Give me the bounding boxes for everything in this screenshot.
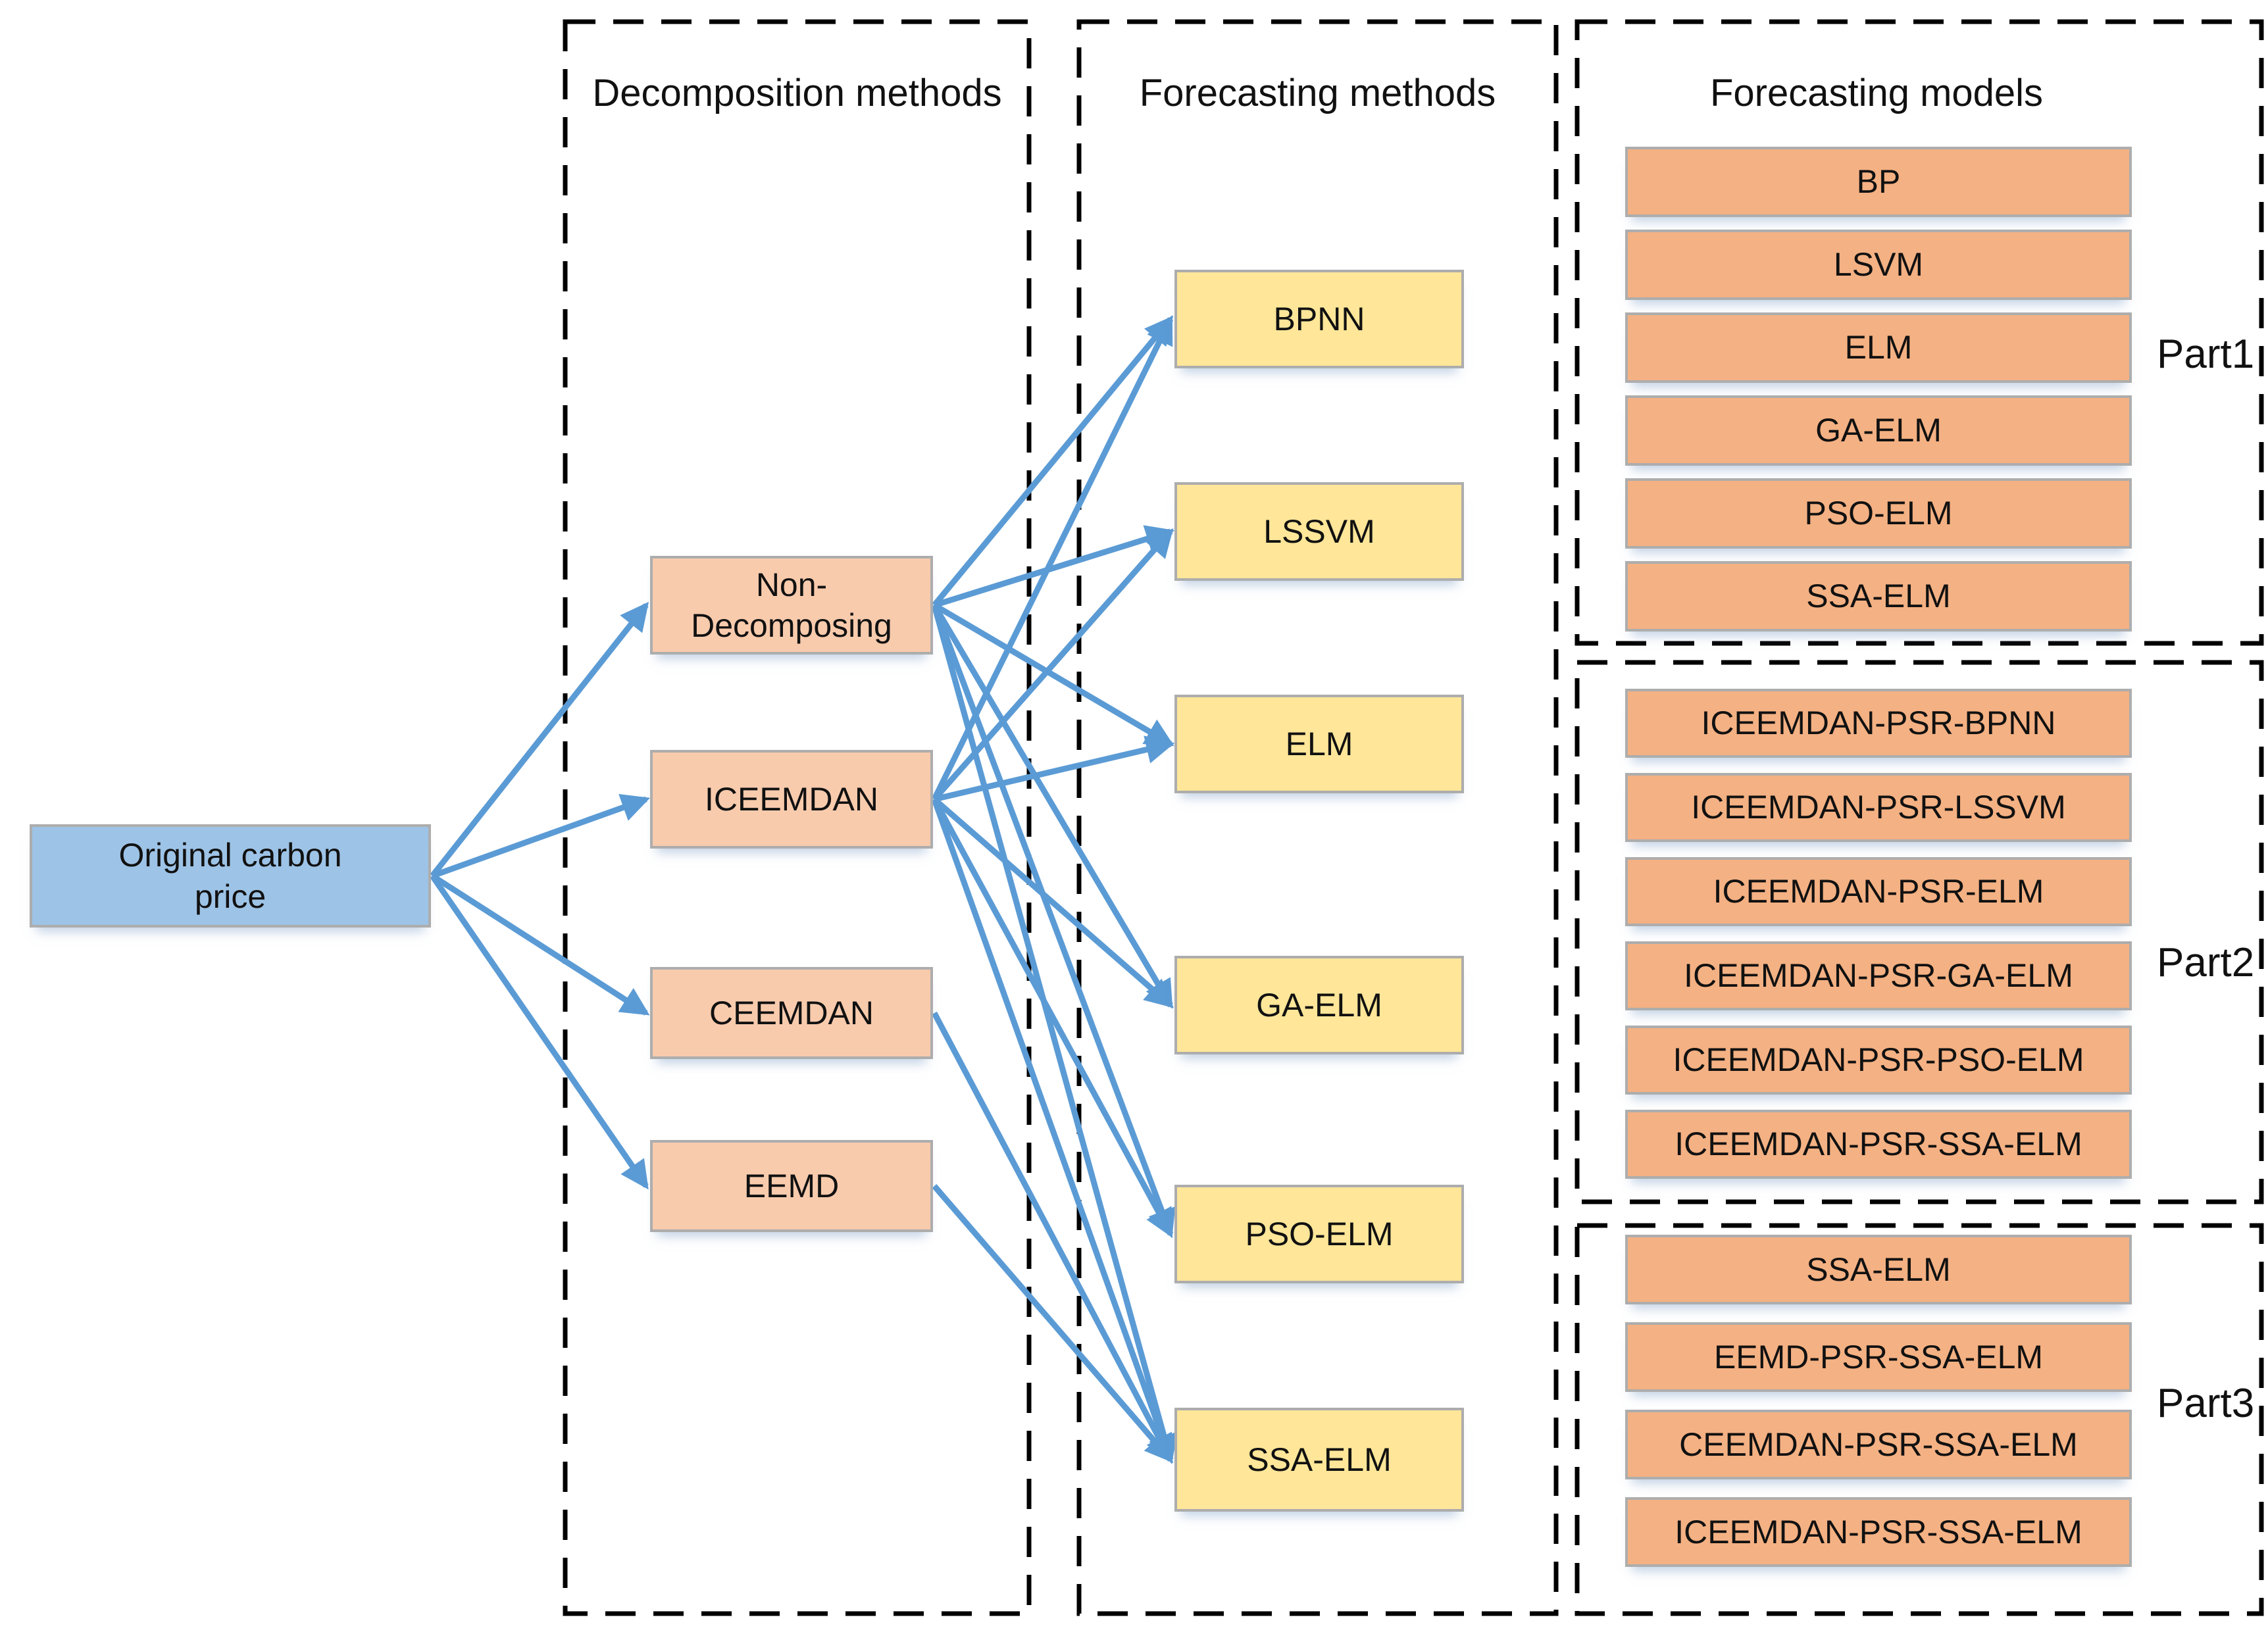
node-label: LSSVM xyxy=(1263,512,1375,550)
model-node-part1-6: SSA-ELM xyxy=(1625,561,2132,631)
arrow-iceemdan-to-elm xyxy=(933,735,1175,803)
decomp-node-non-decomposing: Non-Decomposing xyxy=(650,556,933,655)
node-label: LSVM xyxy=(1833,246,1924,284)
node-label: ICEEMDAN-PSR-ELM xyxy=(1713,873,2044,910)
forecasting-methods-column-title: Forecasting methods xyxy=(1139,72,1496,114)
part3-label: Part3 xyxy=(2157,1381,2255,1426)
node-label: PSO-ELM xyxy=(1804,495,1953,532)
node-label: ICEEMDAN-PSR-SSA-ELM xyxy=(1675,1126,2082,1163)
method-node-pso-elm: PSO-ELM xyxy=(1174,1185,1464,1283)
arrow-non-decomposing-to-lssvm xyxy=(933,525,1175,608)
method-node-bpnn: BPNN xyxy=(1174,270,1464,368)
node-label: ICEEMDAN-PSR-BPNN xyxy=(1701,705,2056,742)
model-node-part1-3: ELM xyxy=(1625,312,2132,383)
node-label: EEMD-PSR-SSA-ELM xyxy=(1713,1338,2044,1375)
node-label: ICEEMDAN-PSR-LSSVM xyxy=(1691,789,2066,826)
part1-label: Part1 xyxy=(2157,332,2255,377)
arrow-original-to-non-decomposing xyxy=(430,601,649,878)
decomp-node-eemd: EEMD xyxy=(650,1140,933,1232)
node-label: ICEEMDAN xyxy=(705,780,878,818)
node-label: ICEEMDAN-PSR-PSO-ELM xyxy=(1673,1041,2084,1079)
node-label: SSA-ELM xyxy=(1806,578,1951,615)
model-node-part2-6: ICEEMDAN-PSR-SSA-ELM xyxy=(1625,1110,2132,1179)
arrow-non-decomposing-to-elm xyxy=(932,603,1174,747)
arrow-iceemdan-to-lssvm xyxy=(932,528,1174,801)
node-label: GA-ELM xyxy=(1815,412,1942,449)
decomp-node-iceemdan: ICEEMDAN xyxy=(650,750,933,849)
arrow-iceemdan-to-pso-elm xyxy=(932,797,1173,1238)
node-label: BP xyxy=(1856,163,1901,201)
node-label: ELM xyxy=(1844,329,1913,366)
model-node-part3-3: CEEMDAN-PSR-SSA-ELM xyxy=(1625,1410,2132,1479)
node-original-carbon-price: Original carbon price xyxy=(30,824,431,928)
arrow-original-to-iceemdan xyxy=(431,794,651,879)
model-node-part1-2: LSVM xyxy=(1625,230,2132,300)
model-node-part1-5: PSO-ELM xyxy=(1625,478,2132,549)
arrow-iceemdan-to-bpnn xyxy=(931,315,1174,801)
method-node-ga-elm: GA-ELM xyxy=(1174,956,1464,1054)
node-label: PSO-ELM xyxy=(1245,1215,1394,1252)
node-label: ICEEMDAN-PSR-SSA-ELM xyxy=(1675,1513,2082,1550)
node-label: ICEEMDAN-PSR-GA-ELM xyxy=(1684,957,2073,995)
node-label: EEMD xyxy=(743,1167,840,1204)
arrow-iceemdan-to-ssa-elm xyxy=(931,798,1176,1464)
model-node-part3-2: EEMD-PSR-SSA-ELM xyxy=(1625,1322,2132,1392)
model-node-part3-1: SSA-ELM xyxy=(1625,1235,2132,1304)
arrow-non-decomposing-to-pso-elm xyxy=(931,604,1176,1239)
method-node-ssa-elm: SSA-ELM xyxy=(1174,1408,1464,1512)
model-node-part1-1: BP xyxy=(1625,147,2132,217)
part2-label: Part2 xyxy=(2157,940,2255,985)
node-label: CEEMDAN-PSR-SSA-ELM xyxy=(1679,1425,2078,1463)
arrow-non-decomposing-to-ga-elm xyxy=(932,603,1173,1009)
arrow-original-to-eemd xyxy=(430,874,649,1190)
model-node-part3-4: ICEEMDAN-PSR-SSA-ELM xyxy=(1625,1497,2132,1567)
node-label: BPNN xyxy=(1273,300,1365,337)
node-label: Original carbon price xyxy=(118,837,342,915)
methods-frame xyxy=(1076,19,1559,1616)
arrow-ceemdan-to-ssa-elm xyxy=(932,1011,1173,1464)
node-label: SSA-ELM xyxy=(1806,1250,1951,1288)
decomposition-column-title: Decomposition methods xyxy=(592,72,1002,114)
arrow-original-to-ceemdan xyxy=(430,873,650,1016)
model-node-part2-1: ICEEMDAN-PSR-BPNN xyxy=(1625,689,2132,758)
node-label: Non-Decomposing xyxy=(691,566,892,645)
node-label: SSA-ELM xyxy=(1247,1441,1392,1478)
method-node-lssvm: LSSVM xyxy=(1174,482,1464,581)
method-node-elm: ELM xyxy=(1174,695,1464,793)
arrow-iceemdan-to-ga-elm xyxy=(932,797,1174,1008)
arrow-eemd-to-ssa-elm xyxy=(932,1184,1174,1463)
node-label: ELM xyxy=(1285,725,1353,762)
model-node-part1-4: GA-ELM xyxy=(1625,395,2132,466)
model-node-part2-2: ICEEMDAN-PSR-LSSVM xyxy=(1625,773,2132,842)
node-label: GA-ELM xyxy=(1256,986,1382,1024)
arrow-non-decomposing-to-ssa-elm xyxy=(931,604,1178,1464)
arrow-non-decomposing-to-bpnn xyxy=(932,316,1174,607)
model-node-part2-3: ICEEMDAN-PSR-ELM xyxy=(1625,857,2132,926)
node-label: CEEMDAN xyxy=(709,994,874,1031)
model-node-part2-5: ICEEMDAN-PSR-PSO-ELM xyxy=(1625,1026,2132,1095)
decomp-node-ceemdan: CEEMDAN xyxy=(650,967,933,1059)
forecasting-models-column-title: Forecasting models xyxy=(1709,72,2044,114)
model-node-part2-4: ICEEMDAN-PSR-GA-ELM xyxy=(1625,941,2132,1010)
